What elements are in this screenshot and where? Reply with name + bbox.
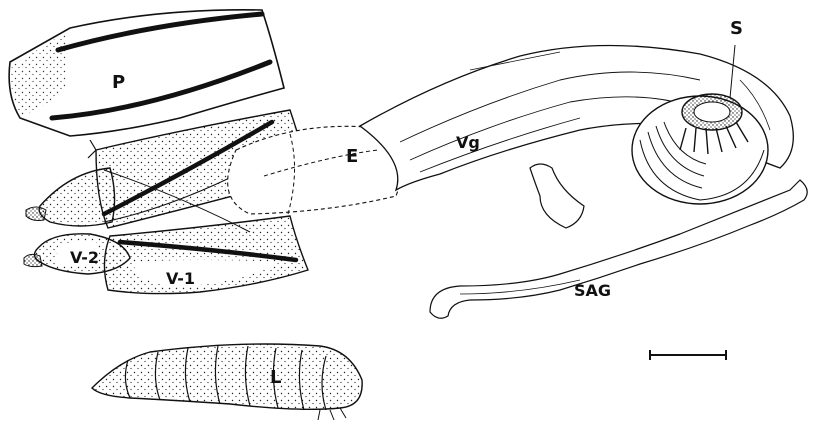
label-v1: V-1 xyxy=(166,269,195,288)
larva-l xyxy=(92,344,362,420)
label-p: P xyxy=(112,72,125,93)
valve-v1 xyxy=(104,216,308,294)
sting-accessory-gland xyxy=(430,180,807,318)
label-l: L xyxy=(270,367,281,388)
scale-bar xyxy=(650,350,726,360)
label-s: S xyxy=(730,18,743,39)
label-vg: Vg xyxy=(456,133,480,152)
label-e: E xyxy=(346,146,358,167)
accessory-lobe xyxy=(530,164,584,228)
label-sag: SAG xyxy=(574,281,611,300)
label-v2: V-2 xyxy=(70,248,99,267)
